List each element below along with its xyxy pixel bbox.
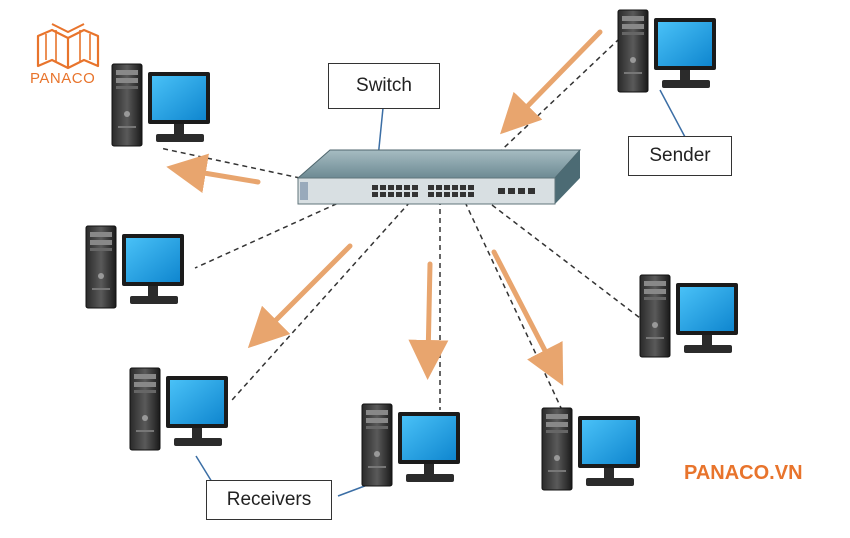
cable-left — [194, 199, 346, 269]
switch-label: Switch — [328, 63, 440, 109]
computer-icon — [85, 225, 185, 309]
sender-leader-line — [659, 89, 686, 138]
computer-icon — [129, 367, 229, 451]
arrow-icon — [500, 29, 603, 135]
sender-label: Sender — [628, 136, 732, 176]
logo-text: PANACO — [30, 70, 96, 87]
computer-icon — [639, 274, 739, 358]
arrow-icon — [247, 243, 353, 349]
cable-top-left — [159, 147, 301, 179]
arrow-icon — [491, 249, 564, 386]
computer-icon — [361, 403, 461, 487]
watermark-text: PANACO.VN — [684, 462, 803, 484]
cable-sender — [471, 39, 619, 179]
receivers-leader-line-1 — [195, 455, 213, 483]
arrow-icon — [166, 153, 261, 194]
data-flow-arrows — [166, 29, 603, 386]
book-logo-icon — [36, 23, 100, 70]
arrow-icon — [408, 261, 449, 380]
computer-icon — [541, 407, 641, 491]
computer-icon — [111, 63, 211, 147]
cable-lower-left — [231, 201, 411, 401]
network-switch-icon — [296, 149, 582, 205]
computer-icon — [617, 9, 717, 93]
cable-lower-right — [464, 201, 563, 411]
receivers-label: Receivers — [206, 480, 332, 520]
cable-right — [491, 204, 641, 319]
